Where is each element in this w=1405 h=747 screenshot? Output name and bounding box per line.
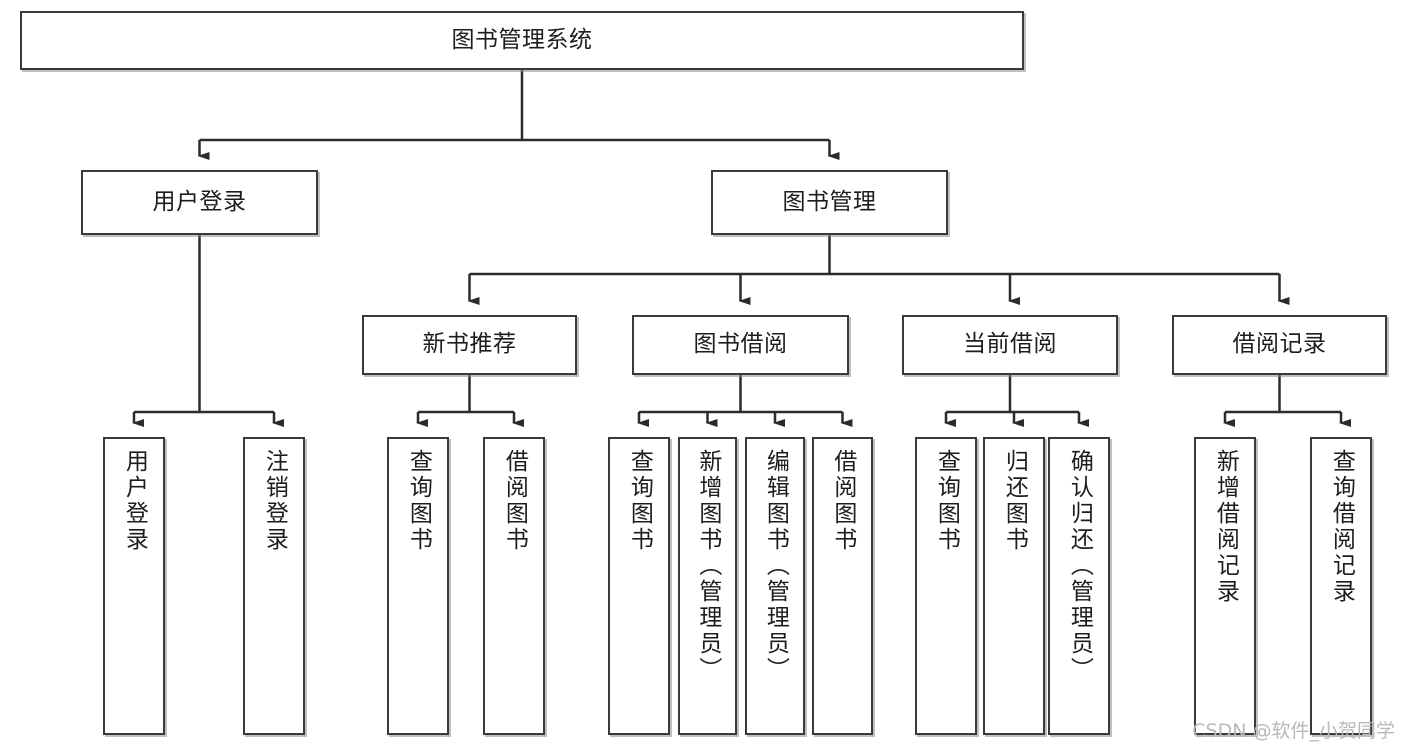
leaf-edit-book-label: 编辑图书（管理员） (762, 449, 789, 683)
watermark: CSDN @软件_小贺同学 (1192, 720, 1395, 742)
leaf-logout-label: 注销登录 (261, 449, 288, 553)
node-book-borrow[interactable]: 图书借阅 (632, 315, 849, 375)
node-book-manage-label: 图书管理 (782, 188, 877, 215)
leaf-confirm-return-label: 确认归还（管理员） (1066, 449, 1093, 683)
leaf-query-book-2[interactable]: 查询图书 (608, 437, 670, 735)
node-current-borrow-label: 当前借阅 (963, 331, 1057, 358)
leaf-logout[interactable]: 注销登录 (243, 437, 305, 735)
leaf-user-login[interactable]: 用户登录 (103, 437, 165, 735)
leaf-borrow-book-2[interactable]: 借阅图书 (812, 437, 873, 735)
leaf-add-book[interactable]: 新增图书（管理员） (678, 437, 737, 735)
node-book-manage[interactable]: 图书管理 (711, 170, 948, 235)
leaf-return-book-label: 归还图书 (1001, 449, 1028, 553)
node-new-book-recommend-label: 新书推荐 (422, 331, 517, 358)
leaf-add-book-label: 新增图书（管理员） (694, 449, 721, 683)
leaf-borrow-book-1[interactable]: 借阅图书 (483, 437, 545, 735)
node-user-login-label: 用户登录 (152, 188, 247, 215)
node-borrow-record[interactable]: 借阅记录 (1172, 315, 1387, 375)
leaf-edit-book[interactable]: 编辑图书（管理员） (745, 437, 805, 735)
leaf-query-book-1-label: 查询图书 (405, 449, 432, 553)
leaf-return-book[interactable]: 归还图书 (983, 437, 1045, 735)
leaf-borrow-book-2-label: 借阅图书 (829, 449, 856, 553)
leaf-query-record-label: 查询借阅记录 (1328, 449, 1355, 605)
node-user-login[interactable]: 用户登录 (81, 170, 318, 235)
node-borrow-record-label: 借阅记录 (1232, 331, 1327, 358)
node-book-borrow-label: 图书借阅 (693, 331, 788, 358)
leaf-user-login-label: 用户登录 (121, 449, 148, 553)
leaf-query-book-3[interactable]: 查询图书 (915, 437, 977, 735)
leaf-query-book-2-label: 查询图书 (626, 449, 653, 553)
node-root[interactable]: 图书管理系统 (20, 11, 1024, 70)
node-root-label: 图书管理系统 (451, 26, 593, 53)
leaf-query-record[interactable]: 查询借阅记录 (1310, 437, 1372, 735)
leaf-add-record-label: 新增借阅记录 (1212, 449, 1239, 605)
leaf-borrow-book-1-label: 借阅图书 (501, 449, 528, 553)
leaf-query-book-1[interactable]: 查询图书 (387, 437, 449, 735)
leaf-confirm-return[interactable]: 确认归还（管理员） (1048, 437, 1110, 735)
node-current-borrow[interactable]: 当前借阅 (902, 315, 1118, 375)
node-new-book-recommend[interactable]: 新书推荐 (362, 315, 577, 375)
leaf-add-record[interactable]: 新增借阅记录 (1194, 437, 1256, 735)
leaf-query-book-3-label: 查询图书 (933, 449, 960, 553)
